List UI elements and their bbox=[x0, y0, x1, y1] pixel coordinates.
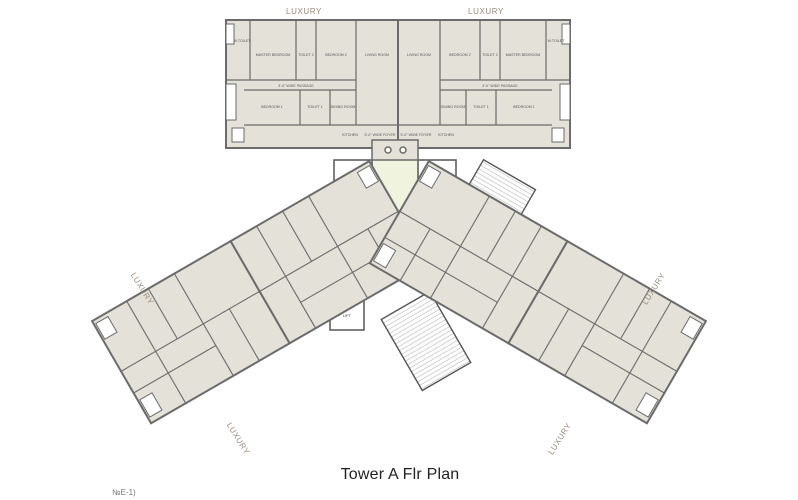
room-label: W.TOILET bbox=[548, 39, 566, 43]
room-label: TOILET 2 bbox=[298, 53, 313, 57]
room-label: 5'-0" WIDE FOYER bbox=[365, 133, 396, 137]
wing-label: LUXURY bbox=[286, 7, 322, 16]
room-label: 3'-0" WIDE PASSAGE bbox=[278, 84, 314, 88]
room-label: W.TOILET bbox=[234, 39, 252, 43]
room-label: BEDROOM 2 bbox=[449, 53, 471, 57]
room-label: 5'-0" WIDE FOYER bbox=[401, 133, 432, 137]
wing-label: LUXURY bbox=[468, 7, 504, 16]
lift-label: LIFT bbox=[343, 313, 352, 318]
room-label: DINING ROOM bbox=[331, 105, 356, 109]
room-label: TOILET 1 bbox=[307, 105, 322, 109]
room-label: TOILET 2 bbox=[482, 53, 497, 57]
wing-label: LUXURY bbox=[225, 421, 252, 456]
room-label: KITCHEN bbox=[438, 133, 454, 137]
room-label: MASTER BEDROOM bbox=[256, 53, 291, 57]
top-connector bbox=[371, 139, 419, 161]
room-label: LIVING ROOM bbox=[407, 53, 431, 57]
room-label: KITCHEN bbox=[342, 133, 358, 137]
room-label: TOILET 1 bbox=[473, 105, 488, 109]
right-lower-apartment bbox=[368, 159, 569, 345]
room-label: BEDROOM 1 bbox=[261, 105, 283, 109]
figure-tag: №E-1) bbox=[112, 488, 136, 497]
left-wing bbox=[90, 159, 430, 425]
right-wing bbox=[368, 159, 708, 425]
room-label: 3'-0" WIDE PASSAGE bbox=[482, 84, 518, 88]
room-label: LIVING ROOM bbox=[365, 53, 389, 57]
room-label: BEDROOM 2 bbox=[325, 53, 347, 57]
room-label: DINING ROOM bbox=[441, 105, 466, 109]
wing-label: LUXURY bbox=[547, 421, 574, 456]
right-upper-apartment bbox=[506, 239, 708, 425]
top-left-apartment: W.TOILET MASTER BEDROOM TOILET 2 BEDROOM… bbox=[225, 19, 399, 149]
room-label: BEDROOM 1 bbox=[513, 105, 535, 109]
plan-caption: Tower A Flr Plan bbox=[340, 466, 460, 483]
top-right-apartment: LIVING ROOM BEDROOM 2 TOILET 2 MASTER BE… bbox=[397, 19, 571, 149]
room-label: MASTER BEDROOM bbox=[506, 53, 541, 57]
